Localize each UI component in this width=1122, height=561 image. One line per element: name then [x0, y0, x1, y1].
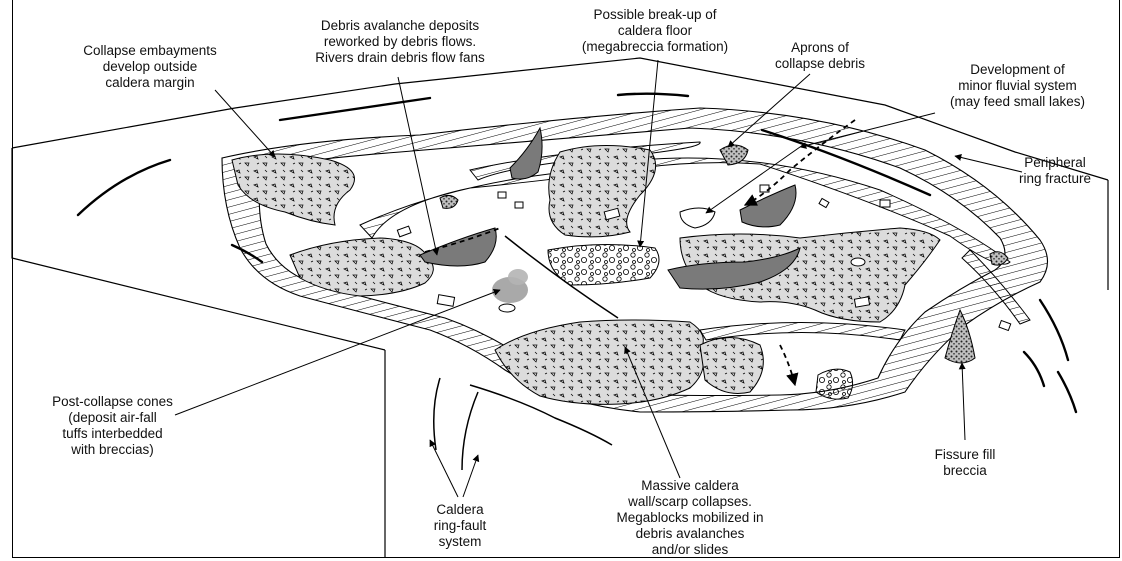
leader-ring-fault-2 — [463, 455, 478, 497]
river-channel — [780, 345, 795, 385]
massive-wall-collapse-deposit — [495, 320, 703, 404]
leader-fissure-fill — [962, 363, 965, 440]
collapse-debris-apron — [816, 369, 853, 399]
label-ring-fault: Caldera ring-fault system — [410, 502, 510, 550]
label-fissure-fill: Fissure fill breccia — [915, 447, 1015, 479]
label-aprons: Aprons of collapse debris — [760, 40, 880, 72]
dark-fan — [420, 228, 496, 266]
post-collapse-cone — [492, 269, 528, 303]
ring-fracture-arc — [280, 98, 430, 120]
ring-fracture-arc — [1024, 352, 1044, 386]
label-post-collapse: Post-collapse cones (deposit air-fall tu… — [40, 394, 185, 458]
label-breakup: Possible break-up of caldera floor (mega… — [560, 7, 750, 55]
ring-fracture-arc — [78, 160, 170, 215]
leader-collapse-embayments — [215, 90, 275, 157]
label-debris-avalanche: Debris avalanche deposits reworked by de… — [300, 18, 500, 66]
ring-fracture-arc — [1058, 372, 1076, 412]
ring-fracture-arc — [618, 94, 688, 96]
small-lake — [680, 208, 715, 228]
ring-fracture-arc — [1040, 300, 1068, 360]
label-collapse-embayments: Collapse embayments develop outside cald… — [55, 43, 245, 91]
label-massive-caldera: Massive caldera wall/scarp collapses. Me… — [600, 478, 780, 558]
ring-fault — [434, 378, 440, 450]
leader-ring-fault-1 — [430, 440, 458, 497]
megabreccia-field — [548, 244, 659, 285]
southeast-lobe-deposit — [700, 338, 763, 394]
central-collapse-deposit — [549, 145, 656, 236]
ring-fault — [462, 392, 478, 470]
leader-post-collapse — [175, 290, 500, 415]
label-fluvial: Development of minor fluvial system (may… — [930, 62, 1105, 110]
label-peripheral: Peripheral ring fracture — [1000, 155, 1110, 187]
